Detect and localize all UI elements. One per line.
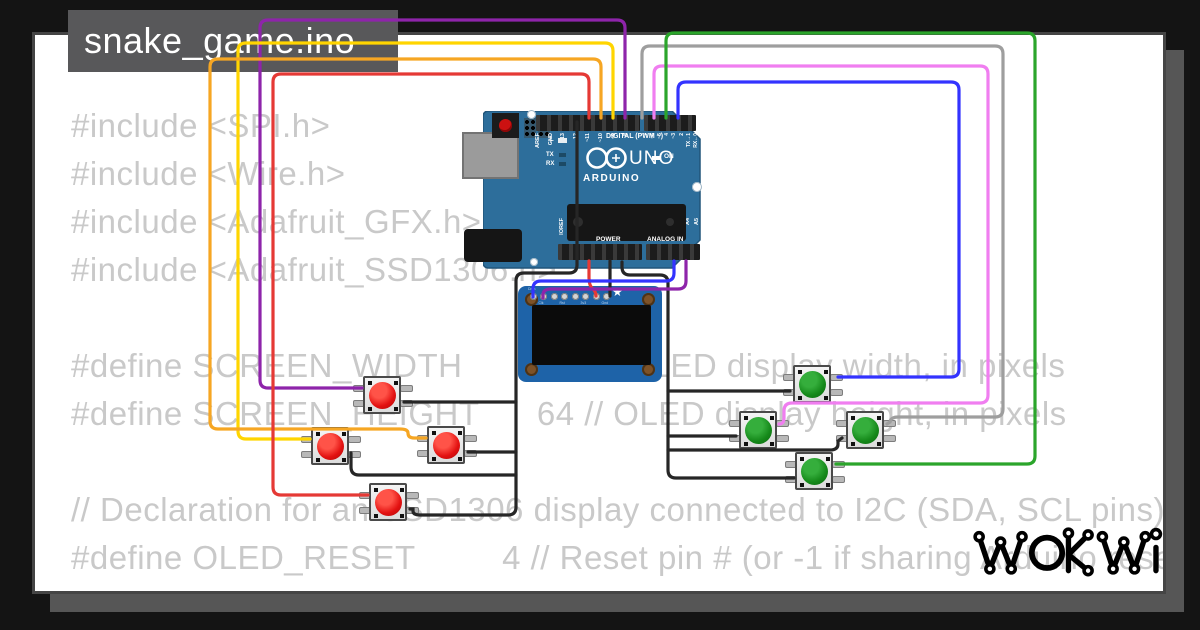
power-header[interactable] xyxy=(558,244,642,260)
oled-pin-label-3v3: 3v3 xyxy=(580,301,587,305)
wire-gnd-left-bus[interactable] xyxy=(408,120,579,517)
led-l-label: L xyxy=(550,137,554,143)
icsp-header xyxy=(524,118,536,138)
button-leg xyxy=(400,385,413,392)
pin-label-4: 4 xyxy=(664,133,671,136)
on-label: ON xyxy=(664,153,674,160)
pushbutton-green-down[interactable] xyxy=(785,451,845,491)
pushbutton-red-up[interactable] xyxy=(353,375,413,415)
button-cap-red[interactable] xyxy=(368,381,396,409)
button-cap-red[interactable] xyxy=(432,431,460,459)
oled-mounting-hole xyxy=(642,293,655,306)
reset-button[interactable] xyxy=(492,113,519,138)
code-line-2: #include <Adafruit_GFX.h> xyxy=(71,203,482,240)
mounting-hole xyxy=(692,182,702,192)
pin-label-A4: A4 xyxy=(684,218,691,226)
oled-pin-Gnd[interactable] xyxy=(603,293,610,300)
uno-label: UNO xyxy=(629,148,674,170)
digital-pwm-label: DIGITAL (PWM ~) xyxy=(606,133,664,140)
led-tx-label: TX xyxy=(546,152,554,158)
oled-mounting-hole xyxy=(525,363,538,376)
code-line-6: // Declaration for an SSD1306 display co… xyxy=(71,491,1165,528)
pushbutton-green-left[interactable] xyxy=(729,410,789,450)
button-cap-red[interactable] xyxy=(374,488,402,516)
analog-in-label: ANALOG IN xyxy=(647,236,684,243)
wire-pin4-pink[interactable] xyxy=(652,64,990,426)
pin-label-~3: ~3 xyxy=(671,133,678,139)
pin-label-TX→1: TX→1 xyxy=(685,133,692,148)
oled-pin-CS[interactable] xyxy=(571,293,579,300)
button-leg xyxy=(776,435,789,442)
code-line-1: #include <Wire.h> xyxy=(71,155,346,192)
wire-gnd-right-bus[interactable] xyxy=(620,260,796,480)
pin-label-2: 2 xyxy=(678,133,685,136)
button-leg xyxy=(464,435,477,442)
pin-label-A5: A5 xyxy=(694,218,700,226)
pushbutton-red-down[interactable] xyxy=(359,482,419,522)
oled-pin-3v3[interactable] xyxy=(582,293,589,300)
oled-mounting-hole xyxy=(642,363,655,376)
led-on xyxy=(652,156,661,160)
oled-pin-label-Gnd: Gnd xyxy=(601,301,609,305)
wire-pin8-purple[interactable] xyxy=(258,18,627,390)
button-leg xyxy=(832,476,845,483)
wire-gnd-right-right[interactable] xyxy=(666,436,844,452)
power-label: POWER xyxy=(596,236,621,243)
button-cap-green[interactable] xyxy=(744,416,772,444)
wire-pin9-yellow[interactable] xyxy=(236,41,615,441)
wire-a5-scl[interactable] xyxy=(541,259,688,300)
sketch-title: snake_game.ino xyxy=(84,20,356,61)
code-line-0: #include <SPI.h> xyxy=(71,107,331,144)
arduino-label: ARDUINO xyxy=(583,173,641,184)
digital-header-right[interactable] xyxy=(644,115,696,131)
code-line-8: Adafruit_SSD1306 display(SCREEN_WIDTH, S… xyxy=(71,589,1163,591)
usb-connector xyxy=(462,132,519,179)
oled-pin-DC[interactable] xyxy=(550,293,558,300)
led-rx xyxy=(559,162,566,166)
wire-pin2-blue[interactable] xyxy=(676,80,961,379)
pin-label-AREF: AREF xyxy=(535,133,541,148)
button-leg xyxy=(883,435,896,442)
pin-label-~10: ~10 xyxy=(598,133,604,143)
reset-button-cap xyxy=(499,119,512,132)
pin-label-IOREF: IOREF xyxy=(559,218,565,235)
wire-pin5-gray[interactable] xyxy=(640,44,1005,426)
button-cap-red[interactable] xyxy=(316,432,344,460)
button-cap-green[interactable] xyxy=(851,416,879,444)
wokwi-logo xyxy=(973,527,1163,577)
oled-pin-label-Rst: Rst xyxy=(559,301,565,305)
oled-pin-label-Clk: Clk xyxy=(538,301,544,305)
code-line-5: #define SCREEN_HEIGHT 64 // OLED display… xyxy=(71,395,1067,432)
pushbutton-green-right[interactable] xyxy=(836,410,896,450)
wire-gnd-left-left[interactable] xyxy=(349,451,518,477)
power-jack xyxy=(464,229,522,262)
led-tx xyxy=(559,153,566,157)
wire-pin10-orange[interactable] xyxy=(208,57,603,440)
mounting-hole xyxy=(527,110,536,119)
button-leg xyxy=(830,389,843,396)
oled-screen xyxy=(532,305,651,365)
wire-pin3-green[interactable] xyxy=(664,31,1037,466)
analog-header[interactable] xyxy=(646,244,700,260)
pushbutton-green-up[interactable] xyxy=(783,364,843,404)
pin-label-~11: ~11 xyxy=(585,133,592,143)
led-rx-label: RX xyxy=(546,161,555,167)
button-cap-green[interactable] xyxy=(800,457,828,485)
button-cap-green[interactable] xyxy=(798,370,826,398)
wire-a4-sda[interactable] xyxy=(531,259,676,299)
star-icon: ★ xyxy=(612,285,623,299)
button-leg xyxy=(406,492,419,499)
mounting-hole xyxy=(530,258,538,266)
pushbutton-red-right[interactable] xyxy=(417,425,477,465)
oled-pin-Rst[interactable] xyxy=(561,293,568,300)
led-l xyxy=(558,138,567,143)
button-leg xyxy=(348,436,361,443)
wire-pin11-red[interactable] xyxy=(271,72,591,497)
pin-label-RX←0: RX←0 xyxy=(692,133,699,148)
